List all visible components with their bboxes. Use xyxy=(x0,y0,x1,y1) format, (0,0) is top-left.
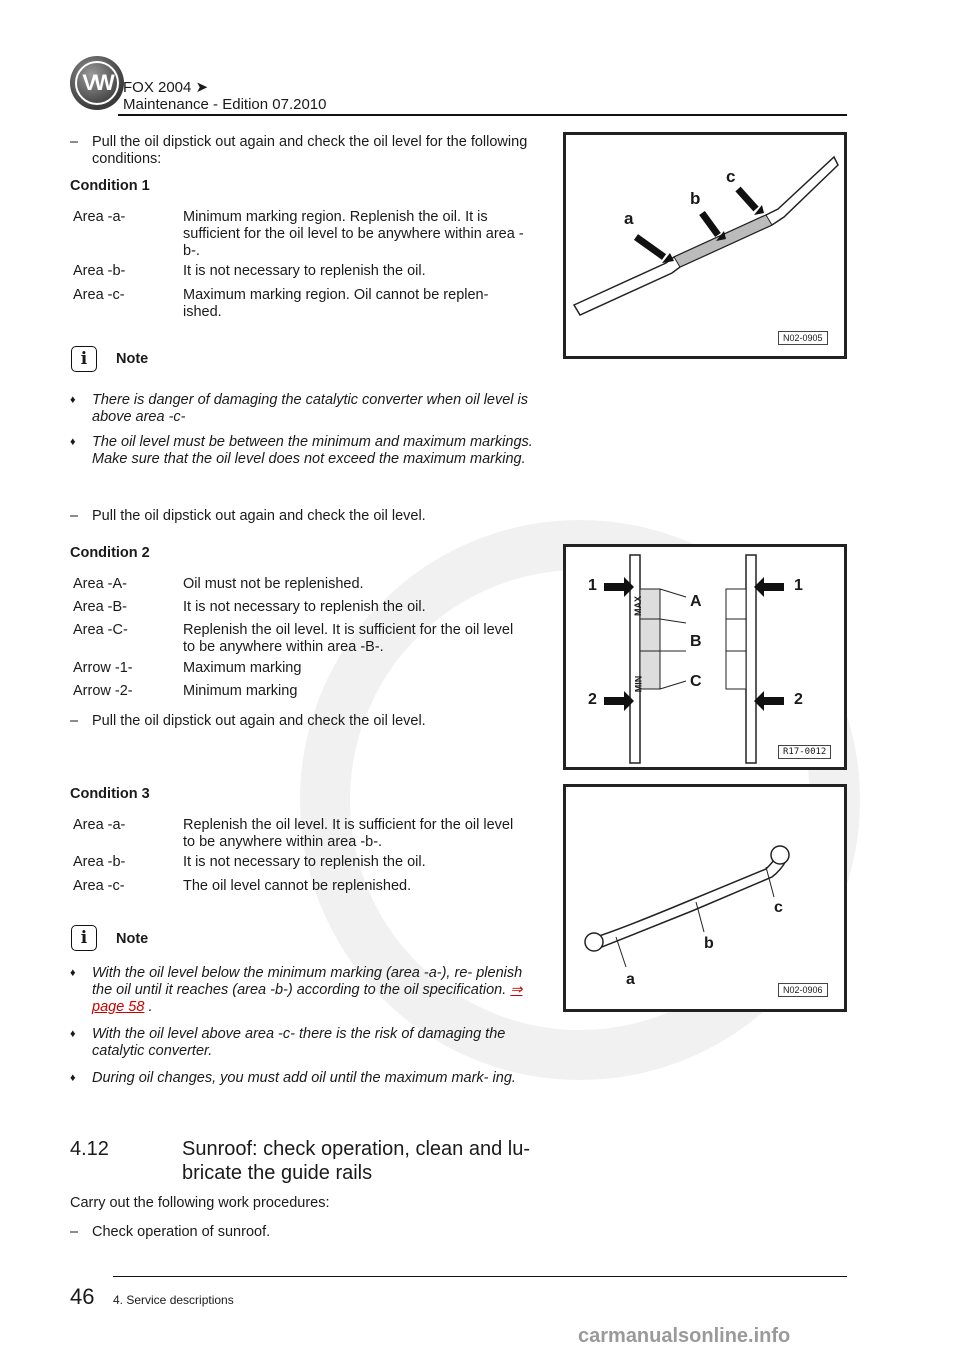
dipstick-3-drawing xyxy=(584,845,790,968)
fig3-label-c: c xyxy=(774,899,783,916)
fig2-label-2-right: 2 xyxy=(794,691,803,708)
dipstick-2-drawing xyxy=(604,554,784,764)
header-subtitle: Maintenance - Edition 07.2010 xyxy=(123,96,327,113)
condition-3-title: Condition 3 xyxy=(70,786,150,802)
note-1-bullet-1: ♦ There is danger of damaging the cataly… xyxy=(70,392,529,425)
figure-dipstick-1: a b c N02-0905 xyxy=(563,132,847,359)
fig2-code: R17-0012 xyxy=(778,745,832,759)
fig2-label-2-left: 2 xyxy=(588,691,597,708)
note-2-bullet-1: ♦ With the oil level below the minimum m… xyxy=(70,965,523,1015)
section-step-1: – Check operation of sunroof. xyxy=(70,1224,271,1240)
fig2-max-text: MAX xyxy=(633,596,643,616)
figure-dipstick-2: 1 2 A B C 1 2 MAX MIN R17-0012 xyxy=(563,544,847,770)
condition-2-title: Condition 2 xyxy=(70,545,150,561)
note-label: Note xyxy=(116,351,149,367)
fig2-label-1-right: 1 xyxy=(794,577,803,594)
section-title: Sunroof: check operation, clean and lu- … xyxy=(182,1138,530,1184)
condition-2-table: Area -A- Oil must not be replenished. Ar… xyxy=(73,576,514,699)
header-rule xyxy=(118,114,847,116)
footer-rule xyxy=(113,1276,847,1277)
site-footer: carmanualsonline.info xyxy=(578,1325,791,1347)
condition-1-title: Condition 1 xyxy=(70,178,150,194)
note-info-icon: i xyxy=(71,346,97,372)
note-info-icon: i xyxy=(71,925,97,951)
section-number: 4.12 xyxy=(70,1138,109,1160)
fig1-code: N02-0905 xyxy=(778,331,828,345)
fig2-label-C: C xyxy=(690,673,702,690)
header-title: FOX 2004 ➤ xyxy=(123,79,209,96)
note-2-bullet-3: ♦ During oil changes, you must add oil u… xyxy=(70,1070,516,1086)
condition-1-table: Area -a- Minimum marking region. Repleni… xyxy=(73,209,524,320)
fig3-label-a: a xyxy=(626,971,635,988)
step-3: – Pull the oil dipstick out again and ch… xyxy=(70,713,426,729)
section-intro: Carry out the following work procedures: xyxy=(70,1195,330,1211)
fig2-label-1-left: 1 xyxy=(588,577,597,594)
fig2-label-B: B xyxy=(690,633,702,650)
note-1-bullet-2: ♦ The oil level must be between the mini… xyxy=(70,434,533,467)
fig1-label-c: c xyxy=(726,167,736,186)
fig1-label-b: b xyxy=(690,189,701,208)
vw-logo-icon: VW xyxy=(70,56,124,110)
fig3-code: N02-0906 xyxy=(778,983,828,997)
fig2-min-text: MIN xyxy=(633,675,644,693)
dipstick-1-drawing xyxy=(572,155,839,316)
note-label: Note xyxy=(116,931,149,947)
condition-3-table: Area -a- Replenish the oil level. It is … xyxy=(73,817,514,894)
chapter-label: 4. Service descriptions xyxy=(113,1293,234,1307)
step-2: – Pull the oil dipstick out again and ch… xyxy=(70,508,426,524)
fig2-label-A: A xyxy=(690,593,702,610)
fig1-label-a: a xyxy=(624,209,634,228)
page-58-link[interactable]: ⇒ page 58 xyxy=(92,982,523,1015)
fig3-label-b: b xyxy=(704,935,714,952)
page-number: 46 xyxy=(70,1284,95,1309)
step-1: – Pull the oil dipstick out again and ch… xyxy=(70,134,528,167)
figure-dipstick-3: a b c N02-0906 xyxy=(563,784,847,1012)
note-2-bullet-2: ♦ With the oil level above area -c- ther… xyxy=(70,1026,506,1059)
